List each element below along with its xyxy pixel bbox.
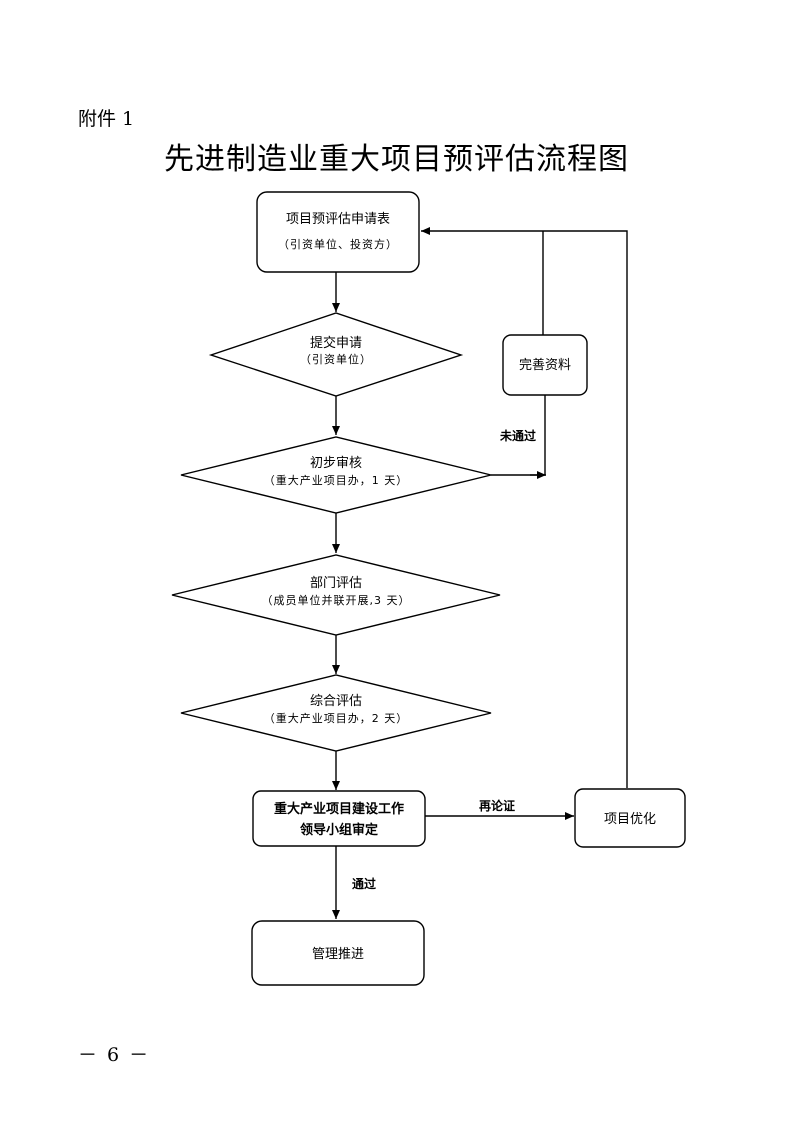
page-title: 先进制造业重大项目预评估流程图 [164,142,629,177]
project-optimization-title: 项目优化 [604,812,656,827]
improve-materials-box [502,334,588,396]
edge-label-re-argue: 再论证 [479,798,515,813]
node-application-form: 项目预评估申请表 （引资单位、投资方） [256,191,420,273]
edge-optimization-to-application [421,227,628,788]
dept-evaluation-title: 部门评估 [310,576,362,591]
management-box [251,920,425,986]
application-form-subtitle: （引资单位、投资方） [278,237,398,251]
leadership-review-line2: 领导小组审定 [300,822,378,838]
leadership-review-box [252,790,426,847]
leadership-review-line1: 重大产业项目建设工作 [274,801,404,817]
node-initial-review: 初步审核 （重大产业项目办，1 天） [180,436,492,514]
improve-materials-title: 完善资料 [519,357,571,373]
node-submit: 提交申请 （引资单位） [208,312,464,397]
project-optimization-box [574,788,686,848]
initial-review-diamond [180,436,492,514]
comprehensive-diamond [180,674,492,752]
application-form-box [256,191,420,273]
submit-title: 提交申请 [310,335,362,351]
dept-evaluation-subtitle: （成员单位并联开展,3 天） [262,593,411,607]
comprehensive-title: 综合评估 [310,694,362,709]
dept-evaluation-diamond [171,554,501,636]
node-leadership-review: 重大产业项目建设工作 领导小组审定 [252,790,426,847]
application-form-title: 项目预评估申请表 [286,212,390,227]
submit-diamond [208,312,464,397]
node-dept-evaluation: 部门评估 （成员单位并联开展,3 天） [171,554,501,636]
node-management: 管理推进 [251,920,425,986]
initial-review-subtitle: （重大产业项目办，1 天） [264,473,409,487]
comprehensive-subtitle: （重大产业项目办，2 天） [264,711,409,725]
submit-subtitle: （引资单位） [300,352,372,366]
attachment-label: 附件 1 [78,108,135,130]
node-improve-materials: 完善资料 [502,334,588,396]
management-title: 管理推进 [312,947,364,962]
node-comprehensive: 综合评估 （重大产业项目办，2 天） [180,674,492,752]
edge-label-passed: 通过 [352,876,376,891]
edge-label-not-passed: 未通过 [499,428,536,443]
initial-review-title: 初步审核 [310,456,362,471]
node-project-optimization: 项目优化 [574,788,686,848]
edges [332,227,628,919]
page-number: － 6 － [78,1044,151,1066]
